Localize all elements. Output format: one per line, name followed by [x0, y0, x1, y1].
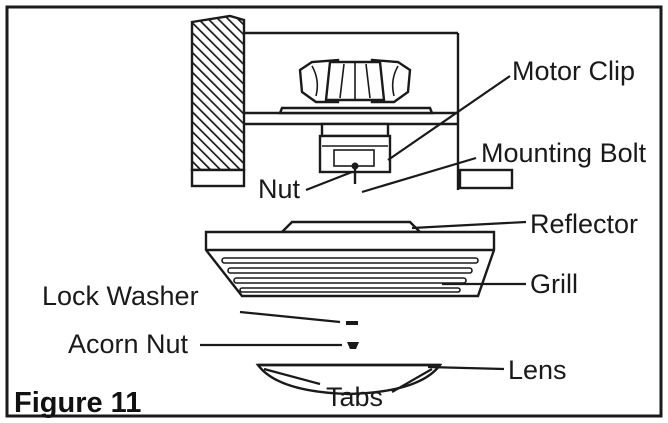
leader-tabs-right: [391, 368, 433, 393]
ceiling-joist: [190, 14, 246, 188]
label-lock-washer: Lock Washer: [42, 281, 199, 311]
label-lens: Lens: [508, 355, 567, 385]
leader-nut: [305, 170, 353, 192]
leader-tabs-left: [263, 367, 321, 386]
acorn-nut: [347, 342, 359, 349]
leader-reflector: [411, 220, 527, 230]
figure-frame: [5, 5, 663, 418]
label-grill: Grill: [530, 269, 578, 299]
motor: [318, 122, 392, 184]
label-nut: Nut: [258, 174, 301, 204]
label-motor-clip: Motor Clip: [512, 56, 635, 86]
leader-motor-clip: [387, 75, 511, 161]
label-acorn-nut: Acorn Nut: [68, 329, 189, 359]
reflector: [279, 220, 423, 234]
leader-mounting-bolt: [361, 156, 477, 194]
lens: [255, 363, 443, 396]
leader-lock-washer: [239, 310, 341, 324]
label-tabs: Tabs: [326, 382, 383, 412]
grill: [204, 230, 496, 298]
label-reflector: Reflector: [530, 209, 638, 239]
lock-washer: [346, 321, 358, 325]
leader-lens: [427, 365, 505, 371]
figure-title: Figure 11: [14, 387, 141, 419]
label-mounting-bolt: Mounting Bolt: [481, 138, 647, 168]
blower-wheel: [278, 58, 434, 115]
